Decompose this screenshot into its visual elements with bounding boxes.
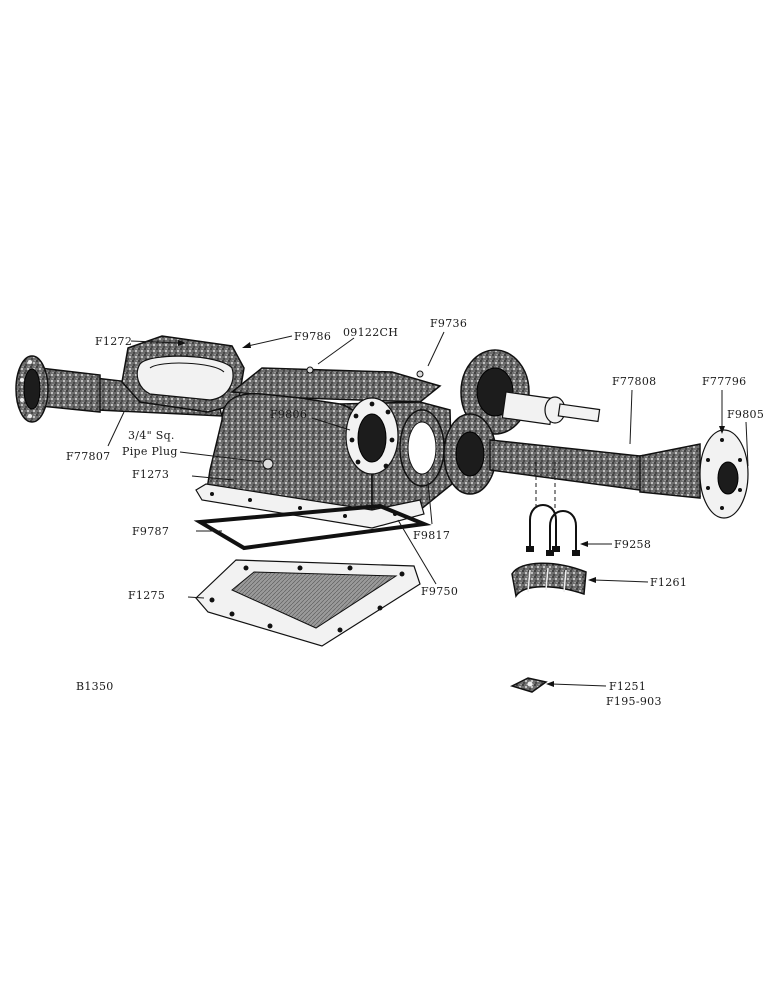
alignment-guides xyxy=(535,462,556,508)
label-f9786: F9786 xyxy=(294,330,331,343)
figure-code: B1350 xyxy=(76,680,114,693)
part-labels: F1272 F9786 09122CH F9736 F77808 F77796 … xyxy=(66,317,764,708)
bearing-retainer-gasket xyxy=(399,409,445,487)
label-pipe-plug-line1: 3/4" Sq. xyxy=(128,429,175,442)
label-pipe-plug-line2: Pipe Plug xyxy=(122,445,178,458)
label-f77796: F77796 xyxy=(702,375,746,388)
carrier-cover xyxy=(121,335,245,413)
label-f195-903: F195-903 xyxy=(606,695,662,708)
u-bolts xyxy=(526,504,580,556)
cover-gasket xyxy=(193,503,432,551)
label-f77808: F77808 xyxy=(612,375,656,388)
label-f1273: F1273 xyxy=(132,468,169,481)
label-f9806: F9806 xyxy=(270,408,307,421)
bearing-retainer xyxy=(443,413,497,495)
differential-drive-assembly xyxy=(460,349,601,435)
label-f9736: F9736 xyxy=(430,317,467,330)
bottom-cover-pan xyxy=(195,559,421,647)
label-f1261: F1261 xyxy=(650,576,687,589)
label-f1251: F1251 xyxy=(609,680,646,693)
label-f9817: F9817 xyxy=(413,529,450,542)
label-f1275: F1275 xyxy=(128,589,165,602)
spring-seats xyxy=(511,562,587,598)
label-f9750: F9750 xyxy=(421,585,458,598)
label-f77807: F77807 xyxy=(66,450,110,463)
right-axle-housing xyxy=(489,429,749,519)
axle-center-housing xyxy=(195,366,453,529)
leader-lines xyxy=(107,331,749,687)
label-f9805: F9805 xyxy=(727,408,764,421)
label-f9258: F9258 xyxy=(614,538,651,551)
label-09122ch: 09122CH xyxy=(343,326,398,339)
lock-plate xyxy=(509,677,548,693)
label-f9787: F9787 xyxy=(132,525,169,538)
label-f1272: F1272 xyxy=(95,335,132,348)
